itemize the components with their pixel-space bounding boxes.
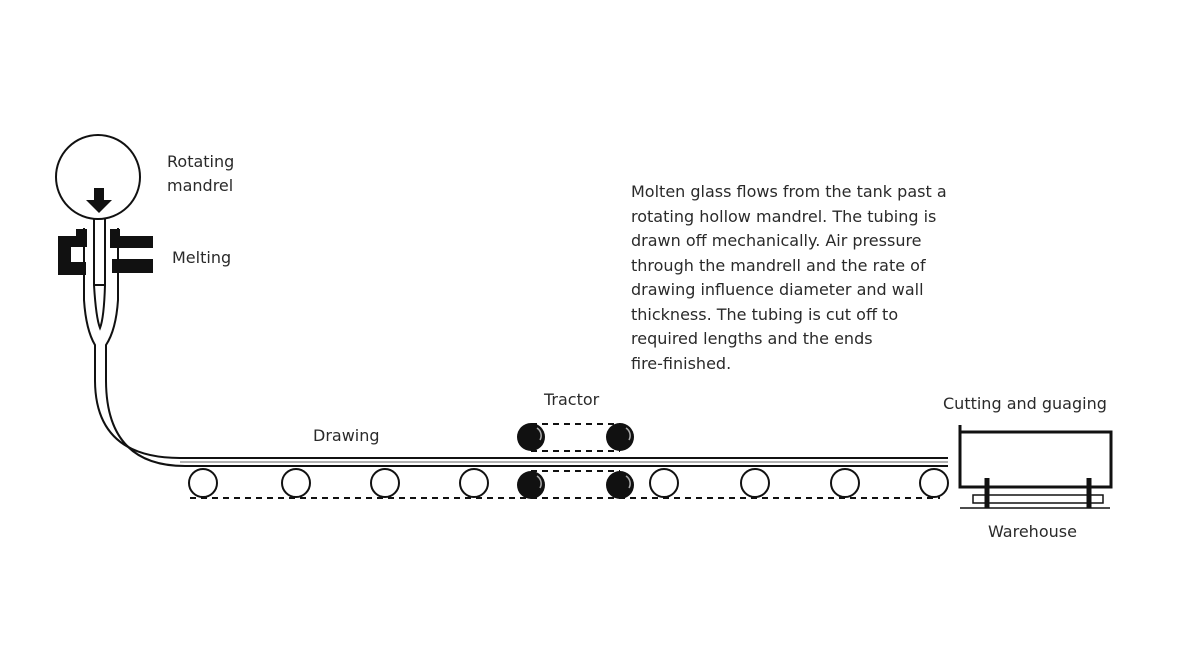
conveyor-chain [190,423,940,499]
label-melting: Melting [172,248,232,267]
down-arrow-icon [86,188,112,213]
tube-inner-wall [105,228,948,467]
label-cutting: Cutting and guaging [943,394,1107,413]
tractor-rollers [517,423,634,499]
label-rotating-mandrel: Rotating mandrel [167,152,235,195]
process-description: Molten glass flows from the tank past a … [631,182,947,373]
mandrel-rod [93,219,106,331]
label-tractor: Tractor [544,390,600,409]
conveyor-rollers [188,468,949,498]
melting-furnace [58,229,153,275]
tube-outer-wall [83,228,948,459]
label-drawing: Drawing [313,426,380,445]
cutting-station [958,425,1113,509]
label-warehouse: Warehouse [988,522,1077,541]
mandrel-wheel [55,134,141,220]
